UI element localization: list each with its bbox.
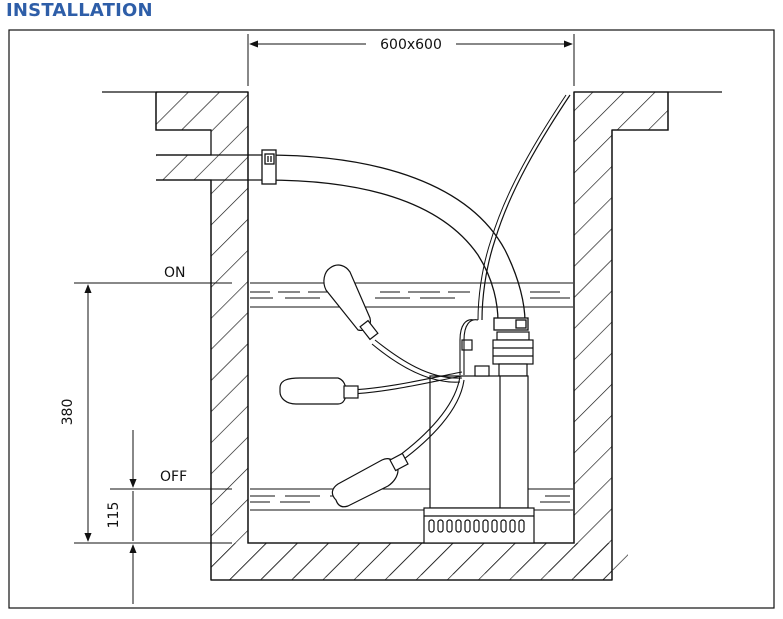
- level-on-label: ON: [164, 265, 186, 281]
- pit-width-dimension: [247, 34, 575, 86]
- page-title: INSTALLATION: [6, 0, 153, 21]
- discharge-hose: [156, 149, 529, 331]
- power-cable: [481, 94, 571, 321]
- level-off-label: OFF: [160, 469, 187, 485]
- height-total-label: 380: [60, 399, 76, 426]
- float-lower: [331, 452, 409, 508]
- submersible-pump: [423, 331, 535, 544]
- height-bottom-label: 115: [106, 502, 122, 529]
- float-cables: [349, 319, 479, 463]
- height-dimensions: [74, 284, 232, 604]
- float-upper: [323, 264, 379, 341]
- pit-width-label: 600x600: [380, 37, 442, 53]
- float-middle: [279, 377, 359, 405]
- diagram-frame: [8, 29, 775, 609]
- pit-walls: [155, 91, 669, 581]
